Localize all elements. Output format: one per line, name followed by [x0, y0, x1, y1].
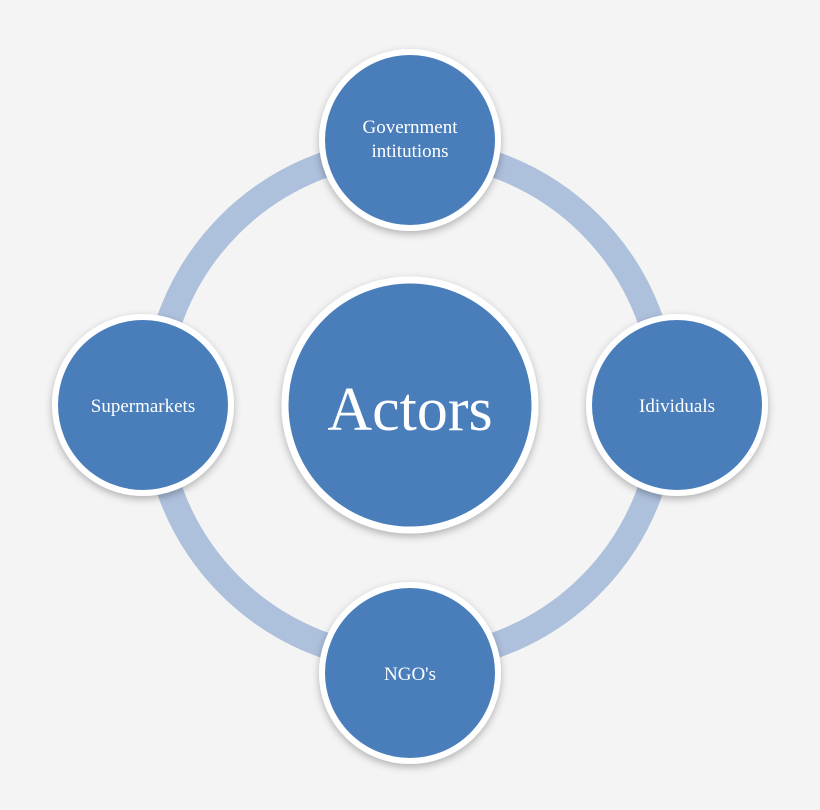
- node-ngos-circle: [319, 582, 501, 764]
- node-individuals: Idividuals: [586, 314, 768, 496]
- node-individuals-circle: [586, 314, 768, 496]
- node-supermarkets-circle: [52, 314, 234, 496]
- center-node: Actors: [281, 276, 539, 534]
- center-node-circle: [281, 276, 539, 534]
- node-ngos-label: NGO's: [384, 664, 436, 685]
- node-government-institutions-label-line-2: intitutions: [371, 141, 448, 162]
- node-supermarkets-label: Supermarkets: [91, 396, 195, 417]
- node-government-institutions-circle: [319, 49, 501, 231]
- node-government-institutions: Government intitutions: [319, 49, 501, 231]
- node-ngos: NGO's: [319, 582, 501, 764]
- center-node-label: Actors: [327, 376, 492, 444]
- node-government-institutions-label-line-1: Government: [363, 117, 459, 138]
- node-individuals-label: Idividuals: [639, 396, 715, 417]
- node-supermarkets: Supermarkets: [52, 314, 234, 496]
